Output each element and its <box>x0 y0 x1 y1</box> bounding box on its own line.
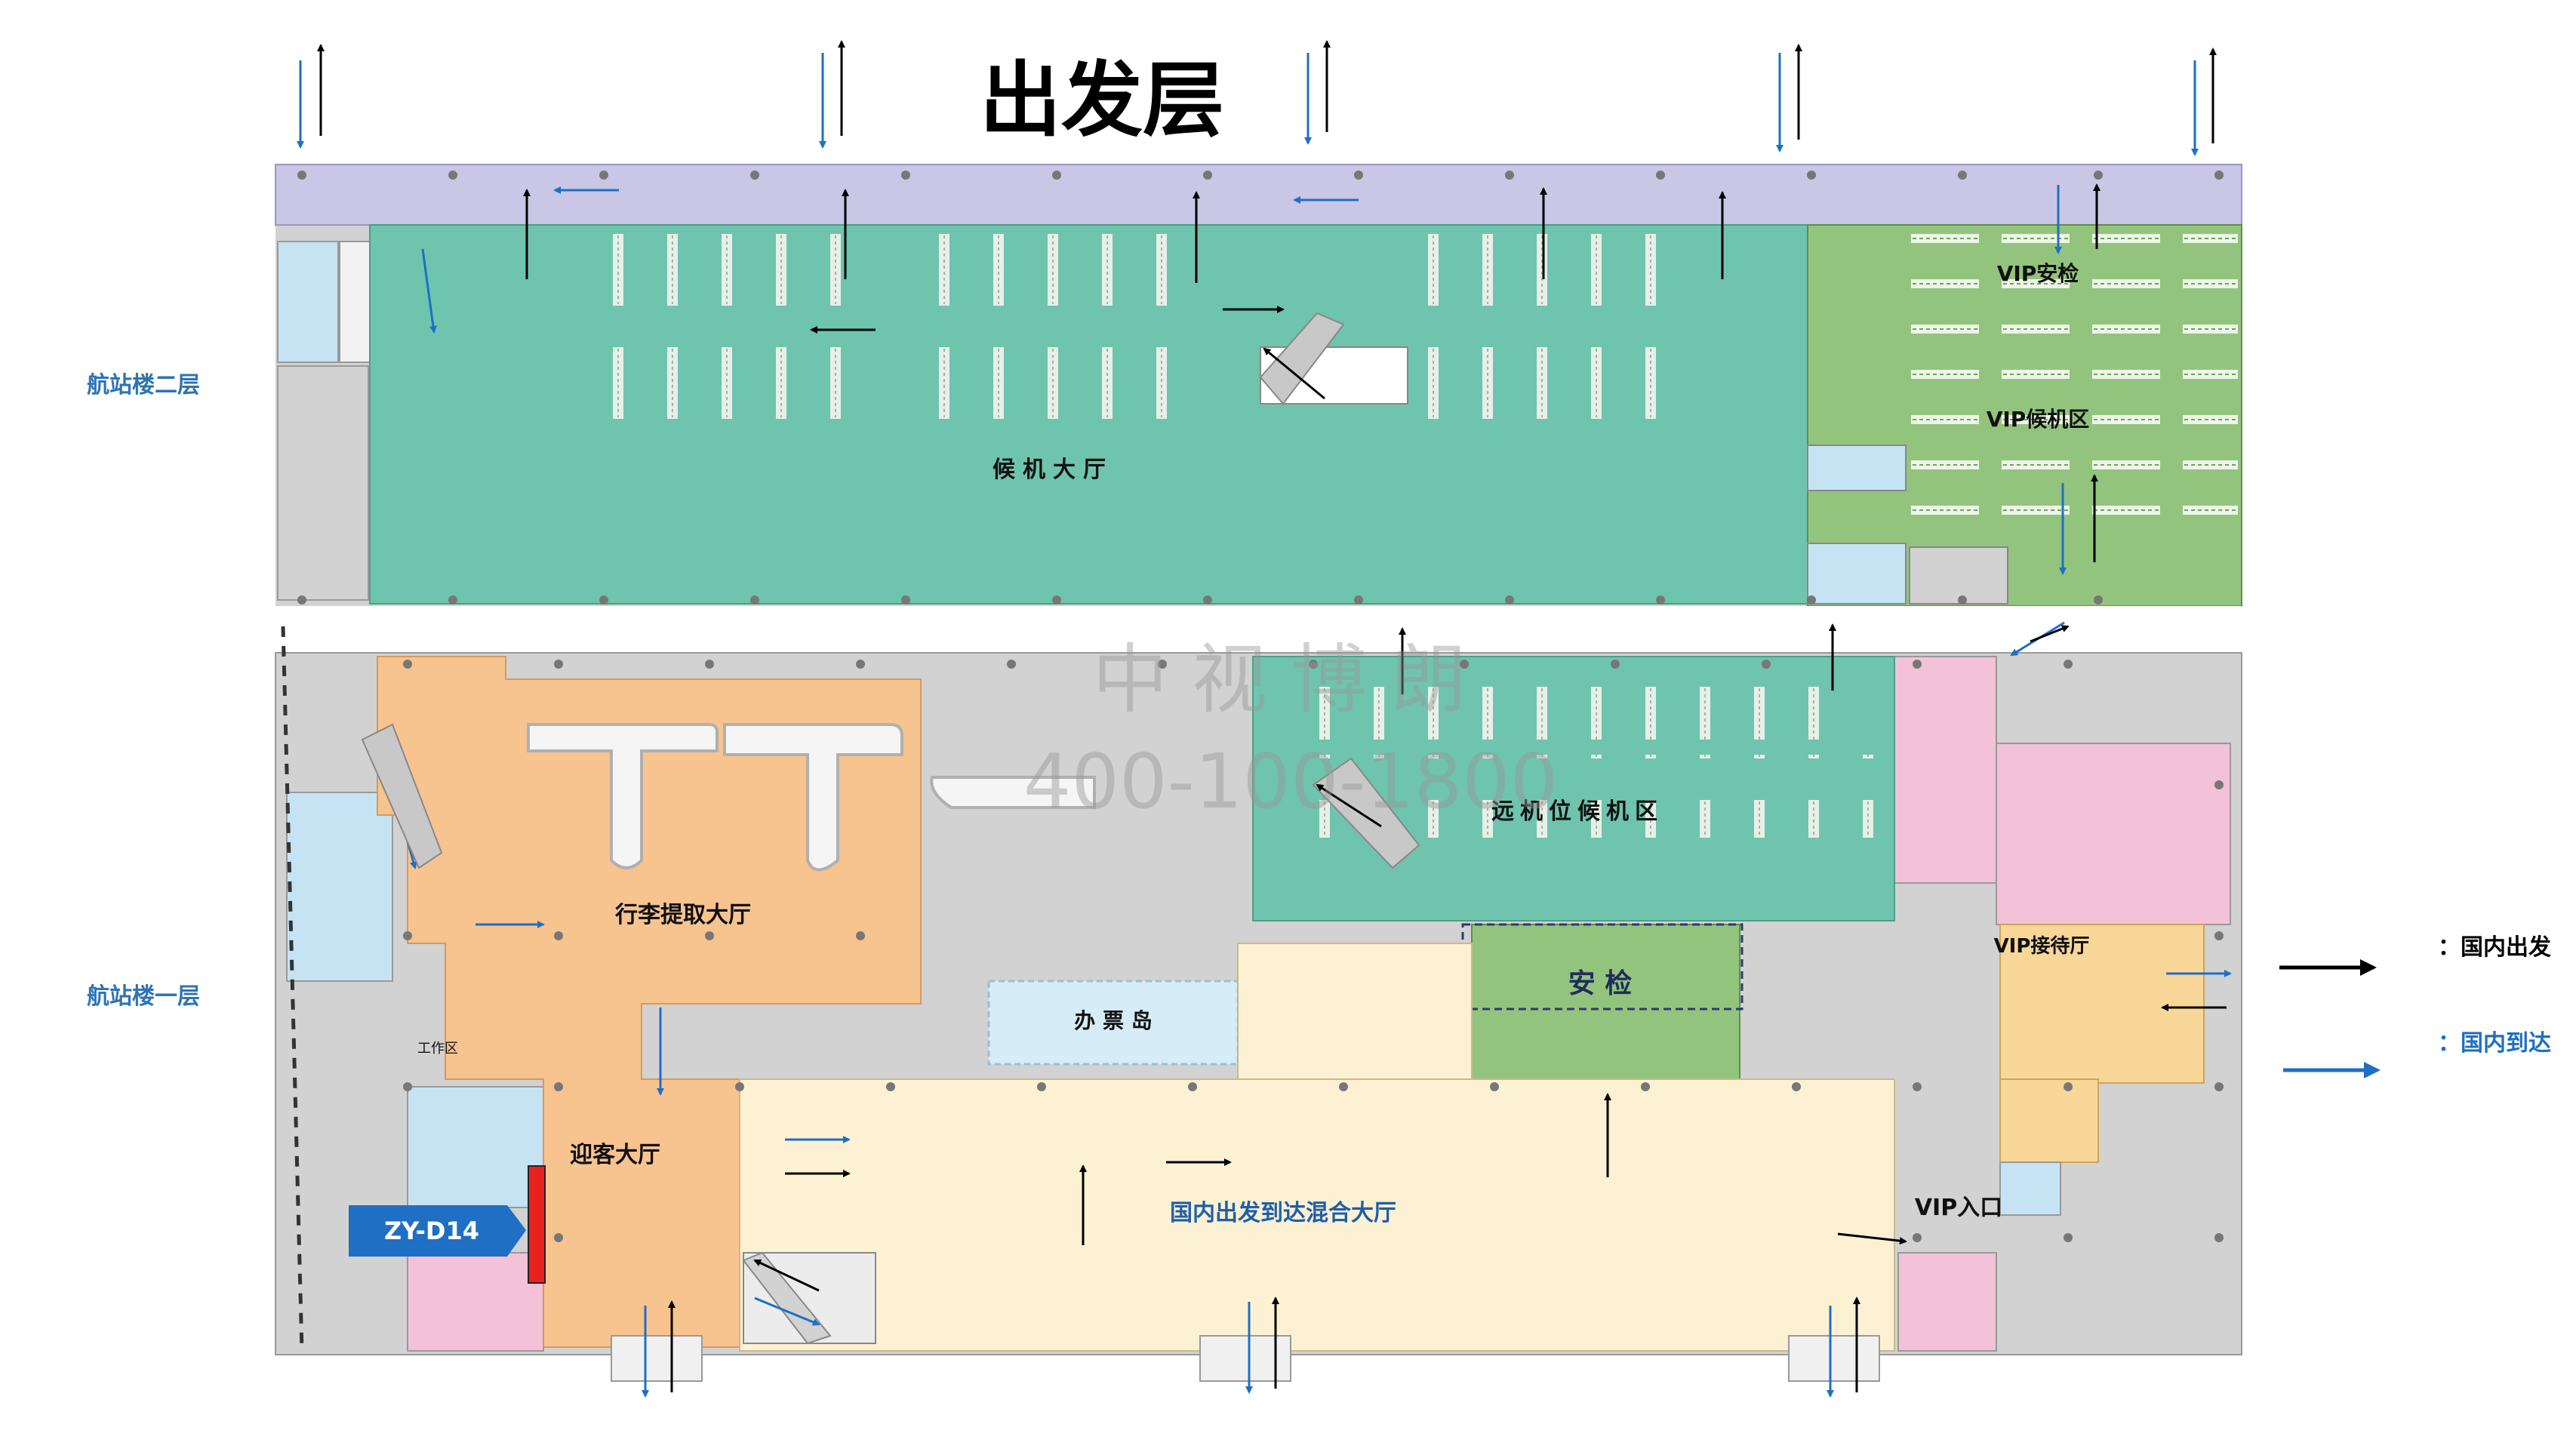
pink-room-bottom-right <box>1897 1252 1997 1352</box>
vip-light-blue-room-2 <box>1807 543 1907 605</box>
mixed-hall-upper-strip <box>1237 943 1473 1080</box>
baggage-carousel-3 <box>930 776 1096 809</box>
entrance-bottom-2 <box>1199 1335 1291 1382</box>
ad-tag-shape <box>349 1205 526 1257</box>
waiting-hall-seats-row2b <box>906 343 1177 434</box>
vip-seats-block-1 <box>1910 226 2113 543</box>
watermark-phone: 400-100-1800 <box>1023 737 1558 826</box>
entrance-bottom-3 <box>1788 1335 1880 1382</box>
lower-escalator-right <box>1312 757 1420 869</box>
label-work-area: 工作区 <box>417 1041 458 1057</box>
ad-tag-label: ZY-D14 <box>384 1217 479 1245</box>
lower-escalator-left <box>361 723 443 869</box>
watermark-name: 中 视 博 朗 <box>1092 635 1466 724</box>
ad-red-marker <box>528 1165 546 1284</box>
lower-columns <box>403 660 2224 1242</box>
remote-waiting-seats-1 <box>1310 664 1581 740</box>
page-title: 出发层 <box>980 54 1224 148</box>
upper-corridor <box>275 164 2242 226</box>
pink-room-right-mid <box>1996 743 2231 925</box>
vip-light-blue-room-1 <box>1807 445 1907 491</box>
vip-seats-block-2 <box>2113 226 2238 543</box>
lower-floor-plan <box>275 626 2242 1382</box>
label-vip-waiting: VIP候机区 <box>1987 407 2090 432</box>
floor-label-lower: 航站楼一层 <box>87 983 200 1010</box>
dashed-boundary <box>281 626 304 1352</box>
legend-departure-label: ：国内出发 <box>2438 934 2551 961</box>
label-baggage-hall: 行李提取大厅 <box>614 902 751 928</box>
upper-floor-plan <box>275 164 2242 607</box>
departure-arrow <box>753 1259 820 1292</box>
ad-position-marker[interactable]: ZY-D14 <box>349 1165 546 1284</box>
arrival-arrow <box>754 1297 820 1326</box>
upper-light-blue-room <box>277 241 339 363</box>
departure-arrow <box>1263 347 1325 400</box>
legend-arrival-label: ：国内到达 <box>2438 1030 2551 1057</box>
baggage-carousel-1 <box>527 723 719 869</box>
vip-grey-room <box>1909 546 2008 605</box>
floor-gap <box>275 606 2242 653</box>
lower-left-blue-2 <box>407 1086 552 1208</box>
label-security: 安 检 <box>1568 968 1633 999</box>
label-vip-reception: VIP接待厅 <box>1994 935 2090 958</box>
label-remote-waiting: 远机位候机区 <box>1491 798 1663 825</box>
flow-arrows <box>297 40 2232 1398</box>
vip-reception-lower <box>1999 1078 2099 1163</box>
label-vip-security: VIP安检 <box>1997 261 2079 286</box>
lower-left-blue-1 <box>286 792 393 982</box>
vip-reception-area <box>1999 924 2205 1084</box>
arrival-arrow <box>421 248 437 334</box>
pink-room-right-top <box>1890 656 1997 884</box>
security-area <box>1471 924 1740 1080</box>
departure-arrow <box>2030 625 2070 643</box>
upper-escalator <box>1259 312 1345 405</box>
remote-waiting-seats-3 <box>1577 664 1849 740</box>
remote-waiting-seats-2 <box>1310 755 1883 838</box>
label-greeting-hall: 迎客大厅 <box>570 1142 660 1168</box>
label-mixed-hall: 国内出发到达混合大厅 <box>1170 1200 1396 1226</box>
label-ticket-island: 办 票 岛 <box>1074 1008 1153 1033</box>
entrance-bottom-1 <box>611 1335 703 1382</box>
upper-columns <box>297 171 2224 605</box>
baggage-carousel-2 <box>723 723 903 872</box>
floor-label-upper: 航站楼二层 <box>87 372 200 398</box>
waiting-hall-seats-row1b <box>906 234 1177 325</box>
waiting-hall-seats-row1c <box>1404 234 1676 325</box>
upper-left-rooms <box>277 365 369 601</box>
label-vip-entrance: VIP入口 <box>1915 1195 2002 1221</box>
departure-arrow <box>1837 1232 1907 1245</box>
waiting-hall-seats-row2c <box>1404 343 1676 434</box>
waiting-hall-seats-row1 <box>581 234 853 325</box>
legend: ：国内出发 ：国内到达 <box>2279 934 2551 1078</box>
vip-reception-blue <box>1999 1161 2061 1216</box>
map-labels: 出发层 航站楼二层 航站楼一层 候机大厅 VIP安检 VIP候机区 远机位候机区… <box>87 54 2089 1226</box>
waiting-hall-seats-row2 <box>581 343 853 434</box>
ticket-island-area <box>987 980 1239 1066</box>
departure-arrow <box>1316 783 1382 828</box>
pink-room-bottom-left <box>407 1252 544 1352</box>
security-dashed-box <box>1461 923 1743 1011</box>
label-waiting-hall: 候机大厅 <box>993 457 1113 483</box>
